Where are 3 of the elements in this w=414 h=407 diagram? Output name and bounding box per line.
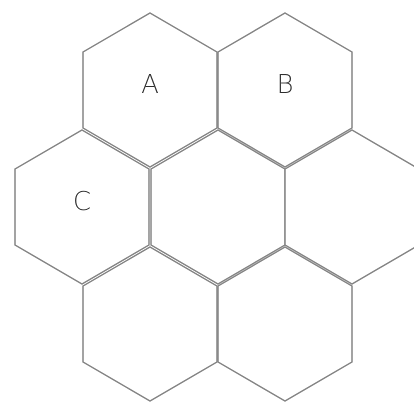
cell-letter: A bbox=[141, 70, 159, 100]
cell-letter: B bbox=[276, 70, 294, 100]
cell-letter: C bbox=[72, 187, 92, 217]
